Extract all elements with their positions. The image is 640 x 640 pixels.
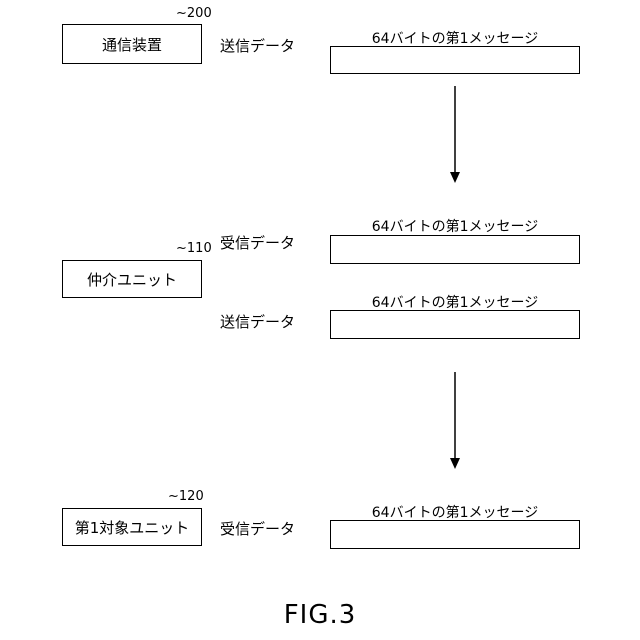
mediation-unit-ref: ~110	[176, 241, 212, 256]
ref-tilde: ~	[176, 241, 187, 256]
comm-device-ref-number: 200	[187, 6, 212, 21]
comm-device-label: 通信装置	[102, 34, 162, 55]
message-box	[330, 46, 580, 74]
message-box	[330, 235, 580, 264]
ref-tilde: ~	[176, 6, 187, 21]
mediation-unit-ref-number: 110	[187, 241, 212, 256]
send-data-label: 送信データ	[220, 311, 295, 332]
send-data-label: 送信データ	[220, 35, 295, 56]
arrow-1	[450, 86, 460, 183]
message-label: 64バイトの第1メッセージ	[330, 216, 580, 236]
figure-caption: FIG.3	[0, 600, 640, 630]
message-label: 64バイトの第1メッセージ	[330, 502, 580, 522]
receive-data-label: 受信データ	[220, 518, 295, 539]
first-target-unit-box: 第1対象ユニット	[62, 508, 202, 546]
message-label: 64バイトの第1メッセージ	[330, 292, 580, 312]
receive-data-label: 受信データ	[220, 232, 295, 253]
message-box	[330, 310, 580, 339]
ref-tilde: ~	[168, 489, 179, 504]
first-target-unit-label: 第1対象ユニット	[75, 517, 190, 538]
message-box	[330, 520, 580, 549]
mediation-unit-box: 仲介ユニット	[62, 260, 202, 298]
arrow-2	[450, 372, 460, 469]
first-target-unit-ref: ~120	[168, 489, 204, 504]
first-target-unit-ref-number: 120	[179, 489, 204, 504]
comm-device-box: 通信装置	[62, 24, 202, 64]
comm-device-ref: ~200	[176, 6, 212, 21]
mediation-unit-label: 仲介ユニット	[87, 269, 177, 290]
message-label: 64バイトの第1メッセージ	[330, 28, 580, 48]
